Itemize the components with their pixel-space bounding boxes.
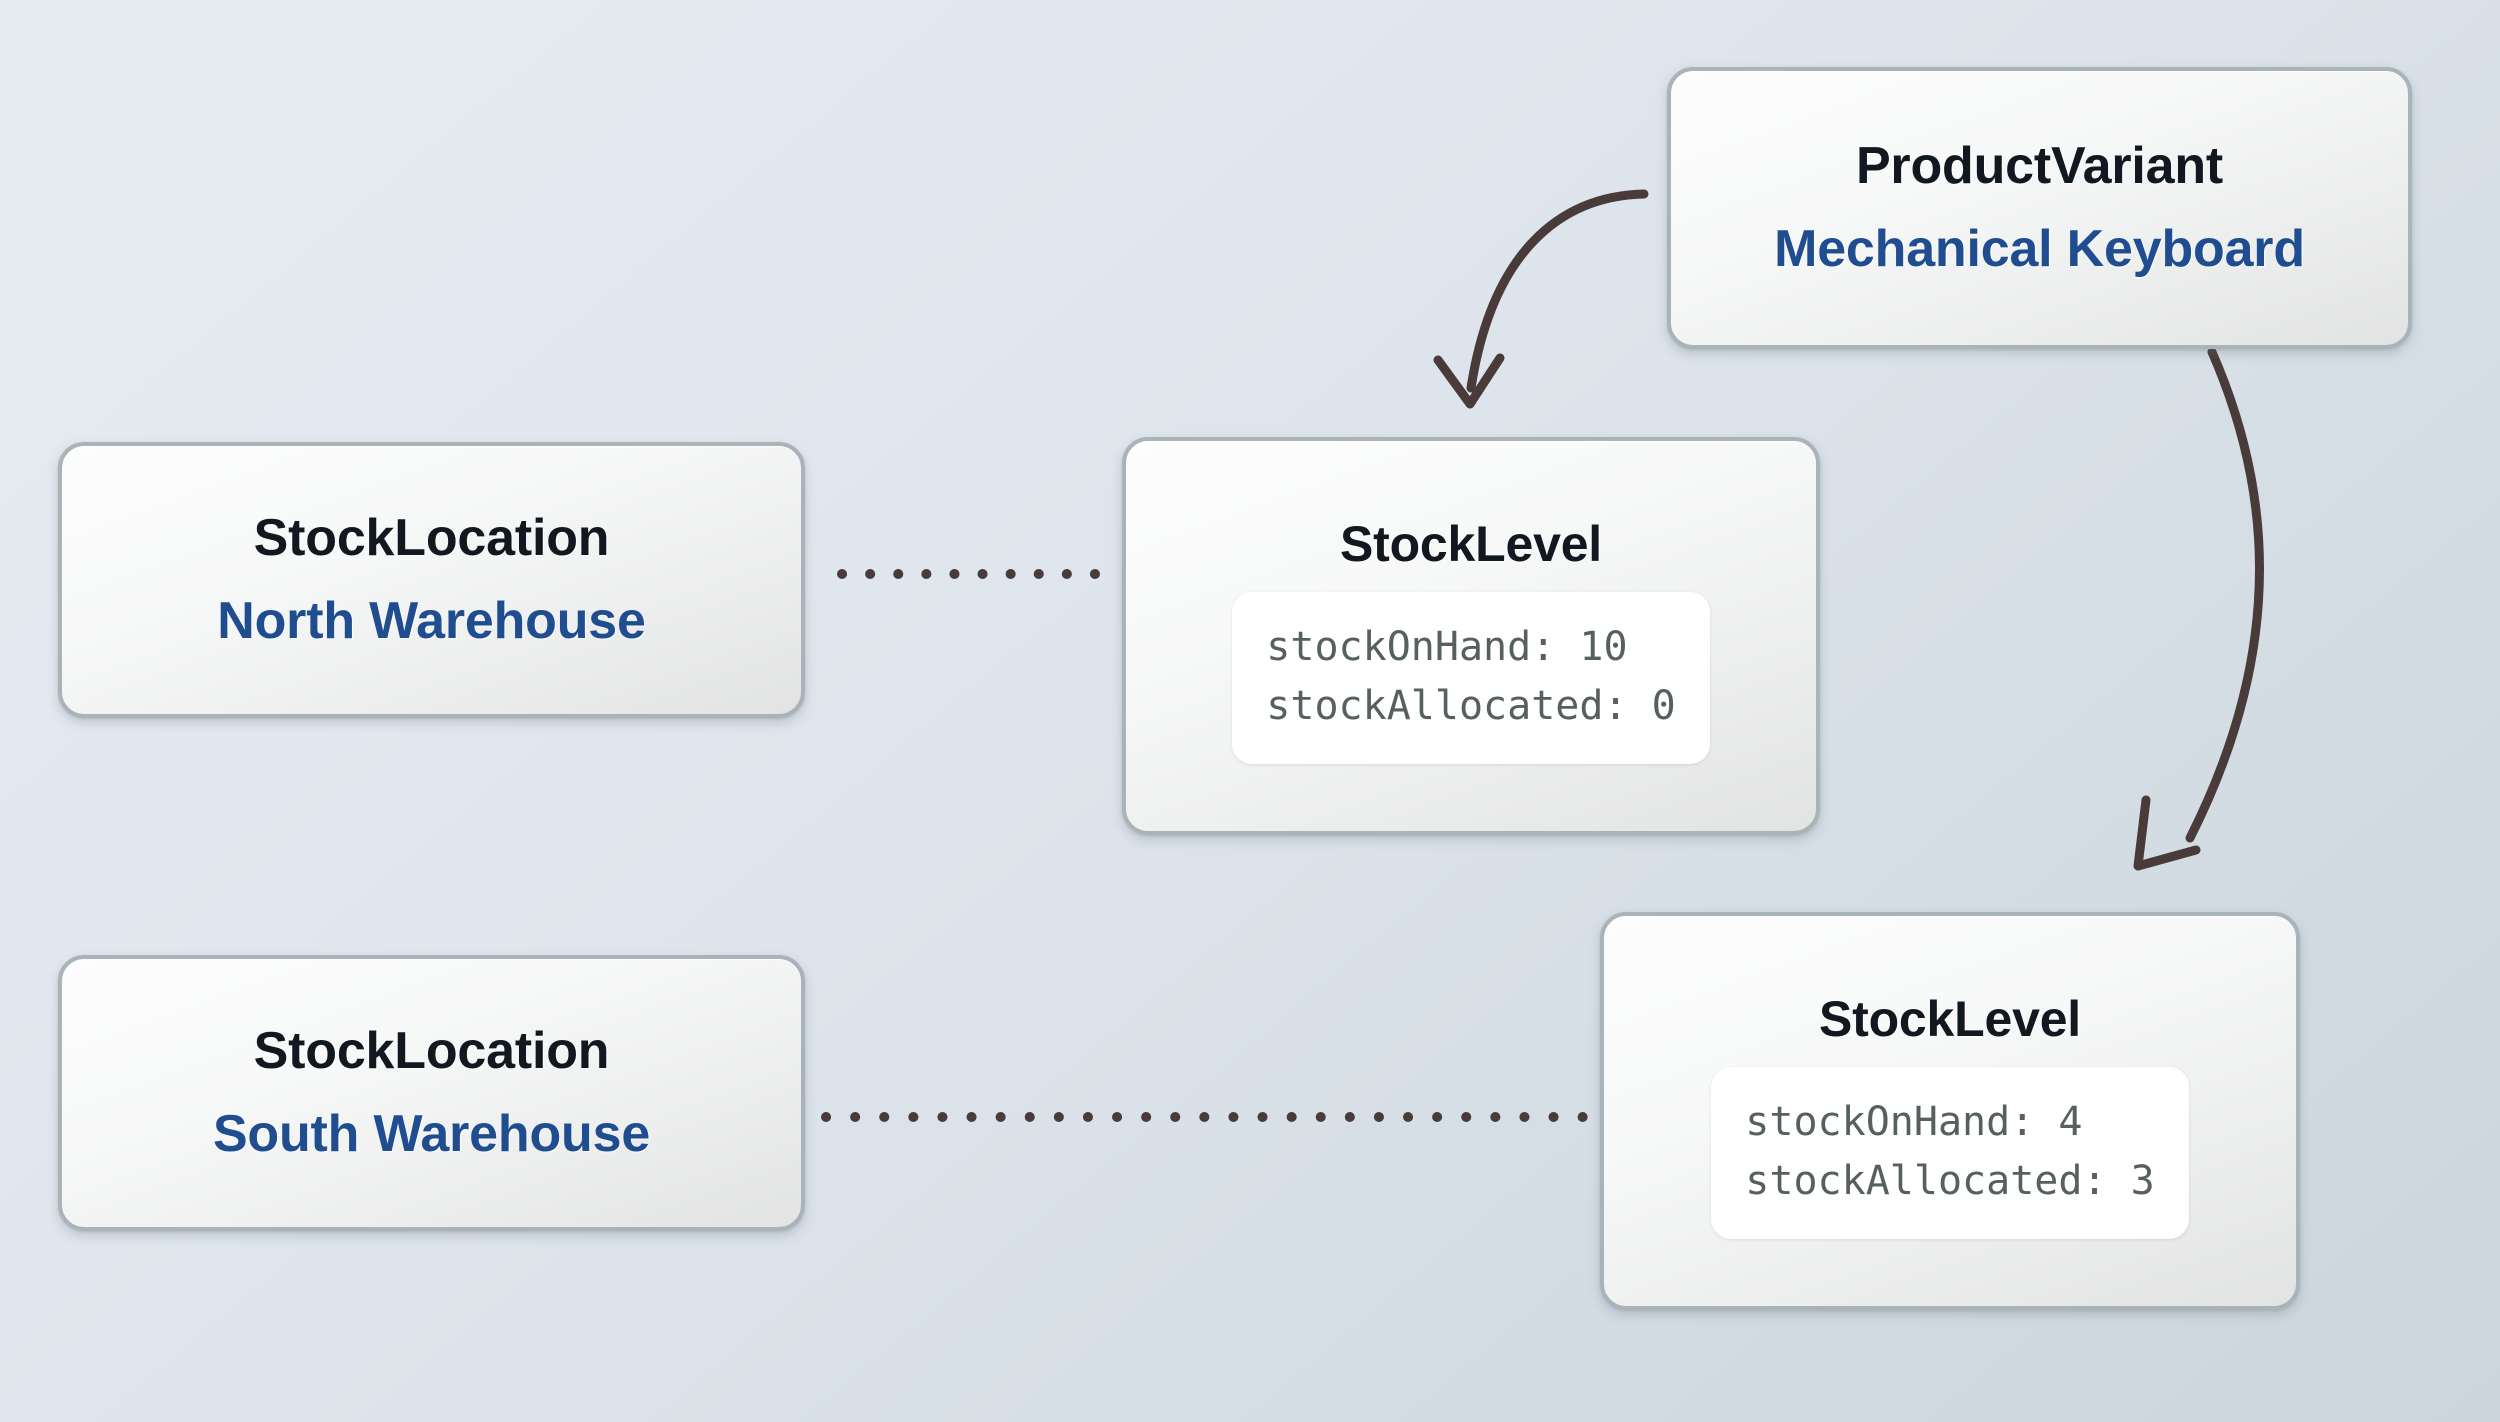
node-product-variant-name: Mechanical Keyboard [1774, 220, 2305, 278]
node-stock-location-north[interactable]: StockLocation North Warehouse [58, 442, 805, 718]
field-stock-allocated: stockAllocated: 3 [1745, 1158, 2155, 1205]
node-stock-location-south-type: StockLocation [253, 1022, 610, 1081]
node-stock-location-south-name: South Warehouse [212, 1105, 651, 1163]
edge-variant-to-stocklevel-north [1433, 189, 1649, 409]
node-product-variant-type: ProductVariant [1855, 137, 2224, 196]
node-stock-level-south-type: StockLevel [1818, 990, 2081, 1047]
node-stock-location-north-name: North Warehouse [217, 592, 646, 650]
node-stock-level-south-fields: stockOnHand: 4 stockAllocated: 3 [1711, 1067, 2189, 1240]
node-stock-level-north-fields: stockOnHand: 10 stockAllocated: 0 [1232, 592, 1710, 765]
field-stock-on-hand: stockOnHand: 4 [1745, 1099, 2083, 1146]
edge-variant-to-stocklevel-south [2133, 347, 2264, 871]
node-stock-level-north[interactable]: StockLevel stockOnHand: 10 stockAllocate… [1122, 437, 1820, 835]
node-stock-level-south[interactable]: StockLevel stockOnHand: 4 stockAllocated… [1600, 912, 2300, 1310]
field-stock-allocated: stockAllocated: 0 [1266, 683, 1676, 730]
field-stock-on-hand: stockOnHand: 10 [1266, 624, 1628, 671]
node-stock-location-north-type: StockLocation [253, 509, 610, 568]
node-product-variant[interactable]: ProductVariant Mechanical Keyboard [1667, 67, 2412, 349]
node-stock-location-south[interactable]: StockLocation South Warehouse [58, 955, 805, 1231]
node-stock-level-north-type: StockLevel [1339, 515, 1602, 572]
